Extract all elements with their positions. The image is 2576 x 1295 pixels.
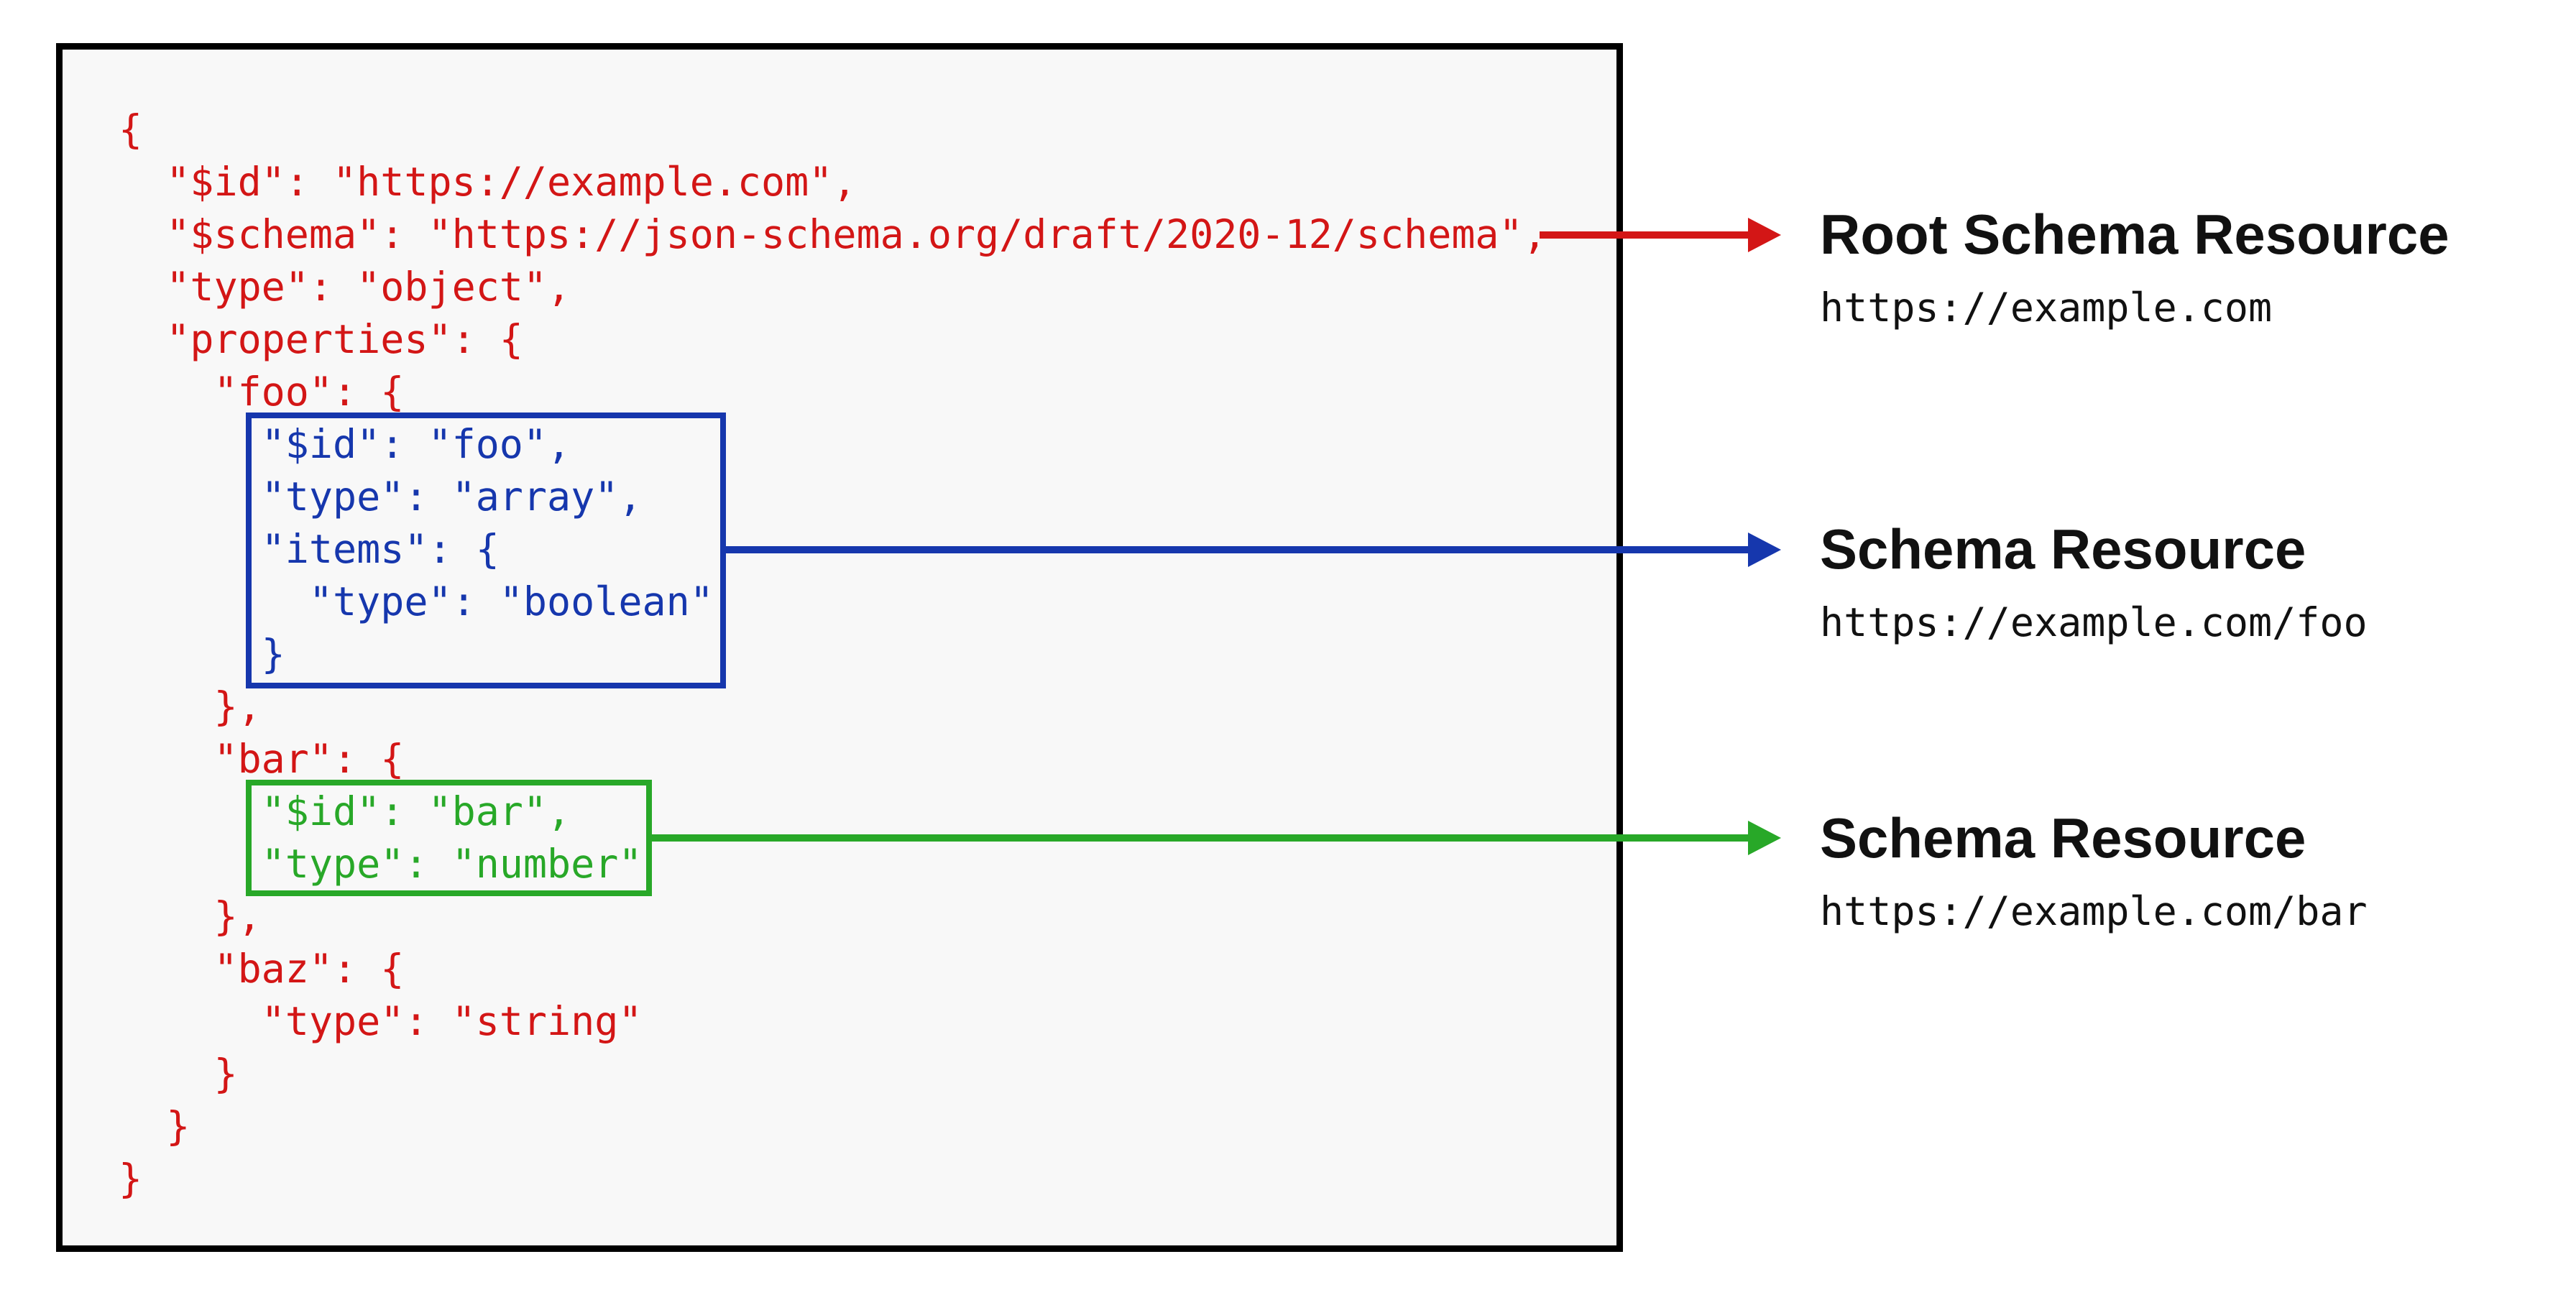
code-line: "type": "boolean" (119, 579, 714, 625)
json-schema-code: { "$id": "https://example.com", "$schema… (119, 103, 1547, 1205)
code-line: "bar": { (119, 736, 405, 782)
code-line: }, (119, 893, 262, 939)
code-line: "type": "string" (119, 998, 643, 1044)
code-line: } (119, 1156, 143, 1202)
code-line: "$schema": "https://json-schema.org/draf… (119, 211, 1547, 257)
root-schema-arrow-line (1540, 231, 1751, 239)
annotation-title: Root Schema Resource (1820, 203, 2450, 266)
code-line: "properties": { (119, 316, 523, 362)
bar-schema-annotation: Schema Resource https://example.com/bar (1820, 809, 2368, 934)
annotation-title: Schema Resource (1820, 517, 2306, 581)
code-line: "type": "array", (119, 474, 643, 520)
code-line: "foo": { (119, 369, 405, 415)
foo-schema-arrowhead-icon (1748, 533, 1781, 567)
code-line: "type": "number" (119, 841, 643, 887)
code-line: } (119, 1103, 190, 1149)
code-line: }, (119, 683, 262, 729)
code-line: "$id": "https://example.com", (119, 159, 857, 205)
schema-code-panel (56, 43, 1623, 1252)
foo-schema-arrow-line (723, 546, 1751, 553)
annotation-url: https://example.com (1820, 285, 2273, 331)
bar-schema-arrowhead-icon (1748, 821, 1781, 855)
code-line: "$id": "foo", (119, 421, 571, 467)
foo-schema-annotation: Schema Resource https://example.com/foo (1820, 520, 2368, 645)
foo-schema-resource-outline (246, 413, 726, 688)
code-line: "baz": { (119, 946, 405, 992)
code-line: } (119, 1051, 238, 1097)
root-schema-arrowhead-icon (1748, 218, 1781, 252)
bar-schema-arrow-line (649, 834, 1751, 842)
code-line: "items": { (119, 526, 500, 572)
annotation-url: https://example.com/bar (1820, 888, 2368, 934)
root-schema-annotation: Root Schema Resource https://example.com (1820, 206, 2450, 331)
annotation-title: Schema Resource (1820, 806, 2306, 870)
bar-schema-resource-outline (246, 780, 652, 896)
code-line: "type": "object", (119, 264, 571, 310)
annotation-url: https://example.com/foo (1820, 599, 2368, 645)
code-line: { (119, 106, 143, 152)
code-line: } (119, 631, 285, 677)
code-line: "$id": "bar", (119, 788, 571, 834)
